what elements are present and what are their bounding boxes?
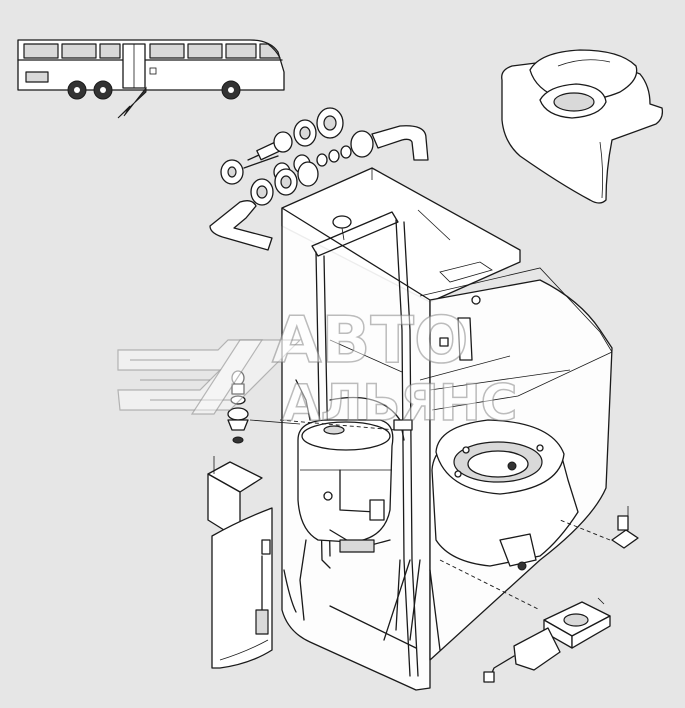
- drain-outlet: [483, 597, 611, 683]
- cabinet-handle: [457, 317, 473, 361]
- watermark-line1: АВТО: [272, 304, 468, 378]
- hose-elbow-lower: [209, 200, 273, 251]
- water-tank: [297, 419, 394, 553]
- bus-service-hatch: [149, 67, 157, 75]
- right-fittings: [559, 506, 639, 549]
- toilet-bowl: [431, 419, 579, 571]
- plumbing-lines: [279, 379, 541, 651]
- side-panel: [207, 456, 297, 669]
- toilet-seat-assembly: [501, 49, 664, 204]
- watermark-emblem: [117, 339, 302, 415]
- bus-wheels: [67, 80, 241, 100]
- bus-side-view: [17, 39, 285, 119]
- valve-exploded-parts: [209, 107, 429, 251]
- bus-door: [122, 43, 146, 89]
- watermark: АВТО АЛЬЯНС: [117, 303, 518, 433]
- watermark-line2: АЛЬЯНС: [282, 374, 517, 432]
- location-arrow: [117, 86, 147, 119]
- bus-windows: [23, 43, 281, 59]
- bus-grille: [25, 71, 49, 83]
- hose-elbow-upper: [371, 125, 429, 161]
